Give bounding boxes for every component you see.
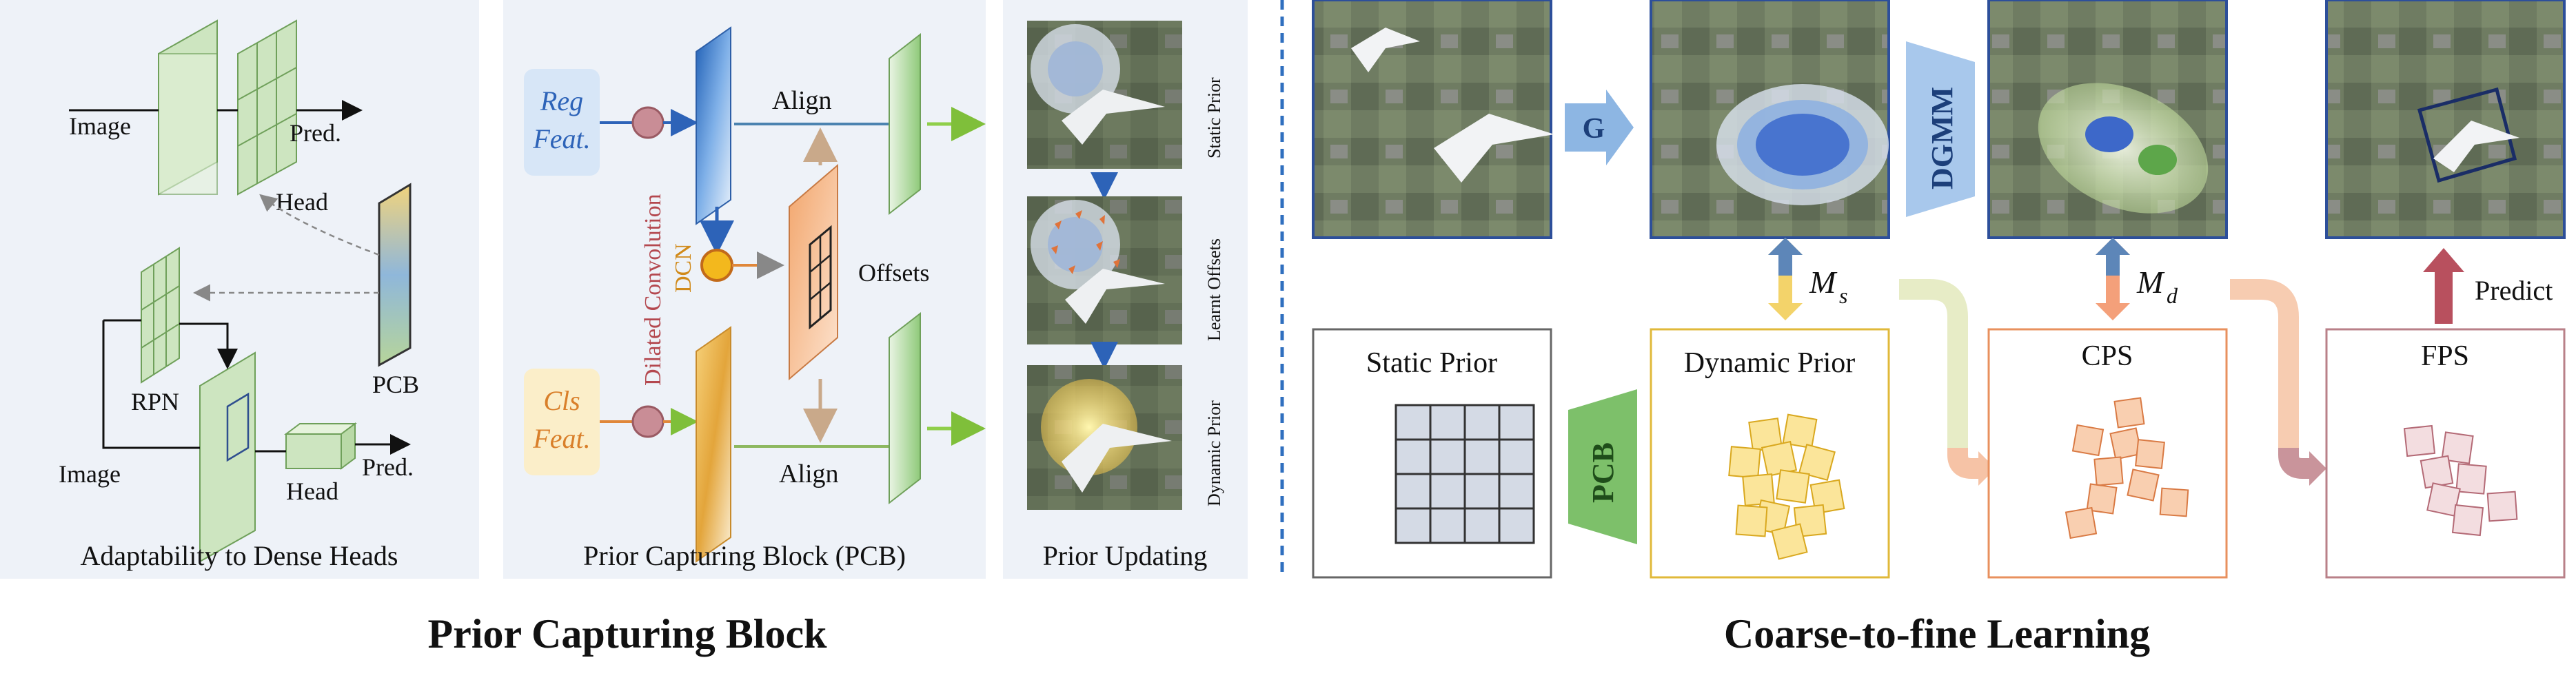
dcn-label: DCN xyxy=(671,243,696,293)
dynamic-prior-boxes xyxy=(1728,413,1845,560)
prior-image-dynamic xyxy=(1027,365,1182,510)
prior-image-offsets xyxy=(1027,196,1182,344)
md-symbol: M xyxy=(2136,265,2165,300)
prior-updating-caption: Prior Updating xyxy=(1043,540,1208,571)
fps-boxes xyxy=(2403,424,2518,537)
reg-output-block xyxy=(889,32,921,216)
pred-label-bottom: Pred. xyxy=(362,453,414,481)
ms-arrow xyxy=(1768,238,1803,320)
dynamic-to-cps-arrow-top xyxy=(1899,279,1968,448)
aerial-image-static-prior xyxy=(1650,0,1890,239)
pcb-trapezoid xyxy=(1568,389,1637,544)
md-arrow xyxy=(2096,238,2130,320)
aerial-image-input xyxy=(1312,0,1554,239)
image-to-feature-bottom xyxy=(102,320,200,449)
cps-title: CPS xyxy=(2082,340,2133,372)
dense-heads-caption: Adaptability to Dense Heads xyxy=(81,540,398,571)
reg-feature-block xyxy=(696,26,731,225)
predict-arrow xyxy=(2423,248,2464,324)
offsets-block xyxy=(789,163,838,381)
dynamic-prior-title: Dynamic Prior xyxy=(1684,347,1855,379)
cls-feat-text-2: Feat. xyxy=(532,423,590,454)
rpn-label: RPN xyxy=(131,388,179,415)
dgmm-label: DGMM xyxy=(1925,87,1959,189)
fps-title: FPS xyxy=(2421,340,2469,372)
cps-to-fps-arrowhead xyxy=(2309,451,2326,486)
aerial-image-predict xyxy=(2325,0,2566,239)
pcb-to-head-dashed xyxy=(259,194,380,256)
reg-feat-text-1: Reg xyxy=(540,85,583,116)
cps-to-fps-arrow-bottom xyxy=(2278,448,2313,479)
pcb-block-caption: Prior Capturing Block (PCB) xyxy=(583,540,906,571)
dilated-conv-label: Dilated Convolution xyxy=(640,194,666,386)
prior-label-offsets: Learnt Offsets xyxy=(1204,238,1224,341)
g-arrow xyxy=(1565,90,1634,165)
rpn-to-feature xyxy=(179,322,238,369)
align-top-label: Align xyxy=(772,86,832,115)
predict-label: Predict xyxy=(2475,275,2553,306)
cls-feat-text-1: Cls xyxy=(543,385,580,416)
bottom-feature-block xyxy=(199,351,256,563)
cls-output-block xyxy=(889,311,921,505)
cps-box xyxy=(1987,328,2228,579)
md-subscript: d xyxy=(2167,283,2178,308)
dcn-node xyxy=(700,249,733,282)
top-head-block xyxy=(237,19,297,196)
prior-label-static: Static Prior xyxy=(1204,77,1224,158)
prior-image-static xyxy=(1027,21,1182,169)
cls-conv-node xyxy=(631,405,665,438)
image-label-top: Image xyxy=(69,112,131,140)
g-label: G xyxy=(1583,113,1605,145)
pcb-strip xyxy=(378,183,412,367)
section-title-left: Prior Capturing Block xyxy=(428,611,828,657)
dynamic-to-cps-arrow-bottom xyxy=(1947,448,1982,479)
ms-subscript: s xyxy=(1839,283,1847,308)
reg-feat-text-2: Feat. xyxy=(532,123,590,154)
offsets-label: Offsets xyxy=(858,259,929,287)
pcb-label-left: PCB xyxy=(372,371,419,398)
rpn-block xyxy=(141,247,180,384)
dgmm-block xyxy=(1906,41,1975,217)
head-label-bottom: Head xyxy=(286,477,338,505)
bottom-head-cube xyxy=(284,422,357,470)
cps-boxes xyxy=(2065,397,2189,539)
static-prior-title: Static Prior xyxy=(1366,347,1497,379)
reg-conv-node xyxy=(631,106,665,139)
image-label-bottom: Image xyxy=(59,460,121,488)
reg-feat-box xyxy=(524,69,600,176)
cls-feature-block xyxy=(696,326,731,563)
head-label-top: Head xyxy=(276,188,328,216)
pcb-trapezoid-label: PCB xyxy=(1586,442,1620,503)
ms-symbol: M xyxy=(1809,265,1838,300)
align-bottom-label: Align xyxy=(779,460,839,488)
dynamic-to-cps-arrowhead xyxy=(1978,451,1996,486)
cps-to-fps-arrow-top xyxy=(2230,279,2299,448)
prior-label-dynamic: Dynamic Prior xyxy=(1204,400,1224,506)
aerial-image-dgmm xyxy=(1987,0,2228,239)
top-feature-block xyxy=(158,19,218,196)
section-title-right: Coarse-to-fine Learning xyxy=(1724,611,2150,657)
static-prior-grid xyxy=(1395,404,1535,544)
cls-feat-box xyxy=(524,369,600,475)
pred-label-top: Pred. xyxy=(290,119,341,147)
